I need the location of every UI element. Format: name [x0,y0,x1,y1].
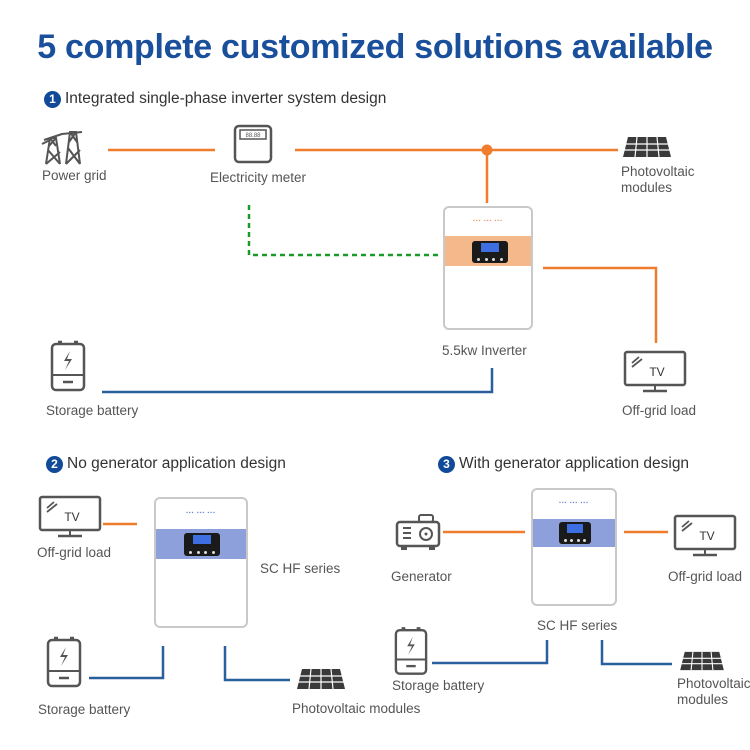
pv-modules-label: Photovoltaic modules [677,676,750,708]
storage-battery-icon [394,627,428,675]
off-grid-load-label: Off-grid load [668,569,743,584]
inverter-label: SC HF series [260,561,341,576]
tv-load-icon: TV [623,350,687,393]
power-grid-tower-icon [41,131,83,165]
section-number-badge: 2 [46,455,63,473]
inverter-5-5kw: ▪▪▪ ▪▪▪ ▪▪▪ [443,206,533,330]
solar-panel-icon [680,651,724,671]
tv-load-icon: TV [38,495,102,538]
storage-battery-label: Storage battery [46,403,139,418]
storage-battery-icon [46,636,82,688]
storage-battery-label: Storage battery [38,702,131,717]
pv-modules-label-line2: modules [621,180,673,195]
inverter-sc-hf-series: ▪▪▪ ▪▪▪ ▪▪▪ [531,488,617,606]
solar-panel-icon [297,668,345,690]
dc-wire-battery-inverter [102,368,494,394]
power-grid-label: Power grid [42,168,107,183]
dc-wire-inverter-pv [223,646,290,682]
inverter-label: 5.5kw Inverter [442,343,527,358]
section-3-heading: 3 With generator application design [438,455,689,473]
comm-wire-meter-inverter [247,205,440,257]
section-title: No generator application design [67,455,286,472]
pv-modules-label: Photovoltaic modules [292,701,421,716]
section-title: Integrated single-phase inverter system … [65,90,387,107]
section-title: With generator application design [459,455,690,472]
svg-text:88.88: 88.88 [245,133,261,139]
off-grid-load-label: Off-grid load [622,403,697,418]
section-number-badge: 1 [44,90,61,108]
storage-battery-label: Storage battery [392,678,485,693]
inverter-display [559,522,591,544]
dc-wire-battery-inverter [89,646,165,680]
inverter-brand-text: ▪▪▪ ▪▪▪ ▪▪▪ [186,510,216,516]
solar-panel-icon [623,136,671,158]
inverter-brand-text: ▪▪▪ ▪▪▪ ▪▪▪ [559,500,589,506]
inverter-display [472,241,508,263]
electricity-meter-label: Electricity meter [210,170,307,185]
storage-battery-icon [50,340,86,392]
section-number-badge: 3 [438,455,455,473]
page-title: 5 complete customized solutions availabl… [37,28,713,66]
generator-icon [395,514,441,550]
pv-modules-label-line1: Photovoltaic [621,164,695,179]
tv-load-icon: TV [673,514,737,557]
inverter-label: SC HF series [537,618,618,633]
svg-text:TV: TV [649,365,664,379]
ac-wire-inverter-load [543,266,658,343]
pv-modules-label: Photovoltaic modules [621,164,695,196]
pv-modules-label-line2: modules [677,692,729,707]
pv-modules-label-line1: Photovoltaic [677,676,750,691]
svg-text:TV: TV [699,529,714,543]
off-grid-load-label: Off-grid load [37,545,112,560]
generator-label: Generator [391,569,452,584]
dc-wire-inverter-pv [600,640,672,666]
electricity-meter-icon: 88.88 [233,124,273,164]
dc-wire-battery-inverter [432,640,549,665]
inverter-brand-text: ▪▪▪ ▪▪▪ ▪▪▪ [473,218,503,224]
section-1-heading: 1 Integrated single-phase inverter syste… [44,90,386,108]
section-2-heading: 2 No generator application design [46,455,286,473]
inverter-sc-hf-series: ▪▪▪ ▪▪▪ ▪▪▪ [154,497,248,628]
svg-text:TV: TV [64,510,79,524]
inverter-display [184,533,220,556]
